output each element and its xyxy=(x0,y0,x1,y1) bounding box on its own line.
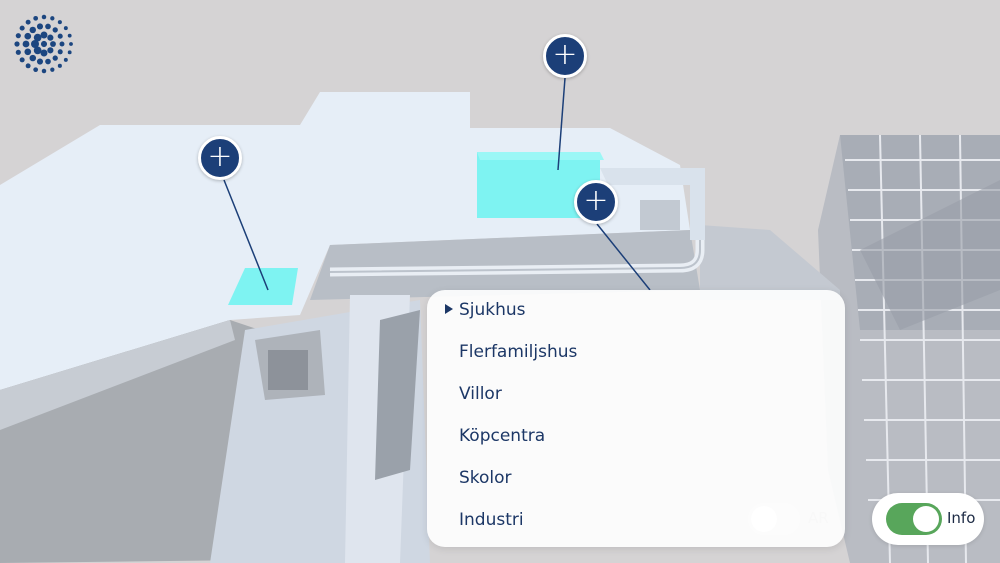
logo-dot xyxy=(57,20,62,25)
logo-dot xyxy=(22,40,30,48)
menu-item-kopcentra[interactable]: Köpcentra xyxy=(459,426,546,446)
logo-dot xyxy=(59,41,65,47)
highlighted-unit-2[interactable] xyxy=(228,268,298,305)
logo-dot xyxy=(14,41,20,47)
hotspot-button[interactable]: + xyxy=(198,136,242,180)
logo-dot xyxy=(36,23,44,30)
logo-dot xyxy=(50,16,55,21)
logo-dot xyxy=(29,26,37,34)
logo-dot xyxy=(40,31,48,39)
logo-dot xyxy=(25,19,31,25)
logo-dot xyxy=(33,33,42,42)
logo-dot xyxy=(40,49,48,57)
menu-item-skolor[interactable]: Skolor xyxy=(459,468,512,488)
logo-dot xyxy=(33,67,39,73)
logo-dot xyxy=(45,58,51,65)
logo-dot xyxy=(33,46,42,55)
logo-dot xyxy=(63,26,68,31)
logo-dot xyxy=(29,54,37,62)
logo-dot xyxy=(50,67,55,72)
info-toggle-container: Info xyxy=(872,493,984,545)
menu-item-flerfamiljshus[interactable]: Flerfamiljshus xyxy=(459,342,578,362)
logo-dot xyxy=(57,63,62,68)
highlighted-unit-1[interactable] xyxy=(477,152,600,218)
logo-dot xyxy=(15,49,21,55)
logo-dot xyxy=(63,57,68,62)
menu-item-villor[interactable]: Villor xyxy=(459,384,502,404)
logo-dot xyxy=(67,50,72,55)
logo-dot xyxy=(52,55,58,61)
logo-dot xyxy=(69,42,73,46)
logo-dot xyxy=(57,49,63,55)
logo-dot xyxy=(50,41,56,47)
logo-dot xyxy=(52,27,58,33)
logo-dot xyxy=(19,25,25,31)
logo-dot xyxy=(67,33,72,38)
logo-dot xyxy=(41,14,47,20)
menu-item-sjukhus[interactable]: Sjukhus xyxy=(459,300,526,320)
plus-icon: + xyxy=(552,37,578,72)
info-toggle-knob xyxy=(913,506,939,532)
logo-dot xyxy=(47,47,54,54)
logo-dot xyxy=(47,34,54,41)
leader-lines xyxy=(223,77,651,291)
logo-dot xyxy=(45,23,51,30)
logo-dot xyxy=(57,33,63,39)
logo-dot xyxy=(24,48,32,56)
plus-icon: + xyxy=(583,183,609,218)
hotspot-button[interactable]: + xyxy=(543,34,587,78)
hotspot-button[interactable]: + xyxy=(574,180,618,224)
logo-dot xyxy=(25,63,31,69)
info-label: Info xyxy=(947,509,976,527)
info-toggle[interactable] xyxy=(886,503,942,535)
selected-arrow-icon xyxy=(445,304,453,314)
logo-dot xyxy=(41,68,47,74)
logo-dot xyxy=(19,57,25,63)
logo-dot xyxy=(33,15,39,21)
logo-dot xyxy=(15,33,21,39)
building-type-menu: Sjukhus Flerfamiljshus Villor Köpcentra … xyxy=(427,290,845,547)
glass-building xyxy=(818,134,1000,563)
plus-icon: + xyxy=(207,139,233,174)
logo-dot xyxy=(24,32,32,40)
logo-dot xyxy=(31,40,39,48)
logo-dot xyxy=(40,40,48,48)
menu-item-industri[interactable]: Industri xyxy=(459,510,524,530)
logo-dot xyxy=(36,58,44,65)
company-logo xyxy=(14,14,73,74)
